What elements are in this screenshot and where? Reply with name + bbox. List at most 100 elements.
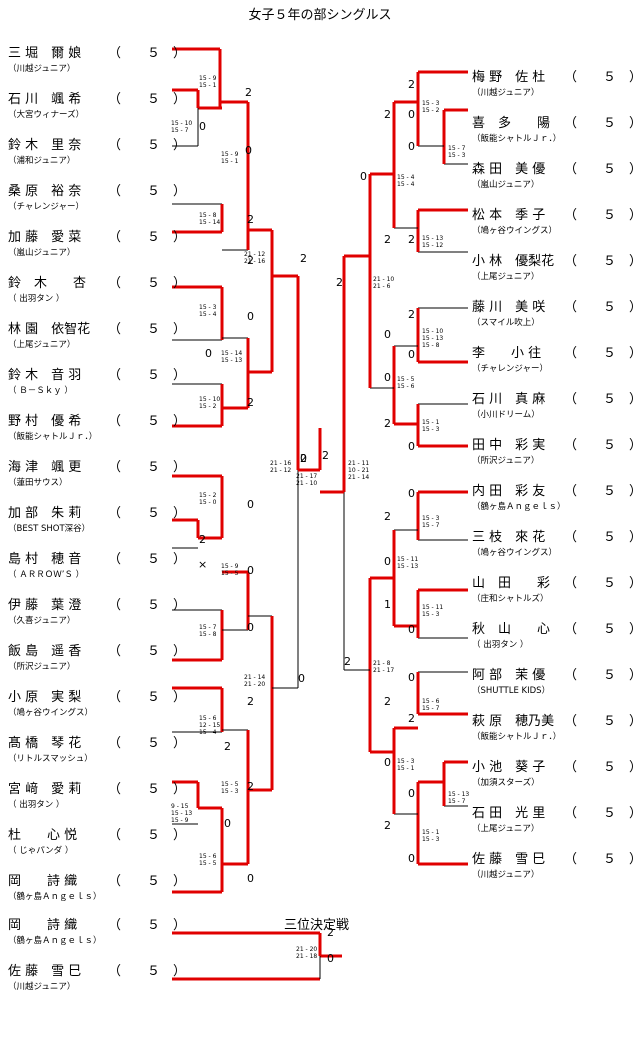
player-name: 加 部 朱 莉 — [8, 506, 82, 521]
game-count: 0 — [408, 348, 415, 361]
player-grade: （ ５ ） — [564, 162, 640, 177]
player-grade: （ ５ ） — [564, 438, 640, 453]
game-count: 2 — [247, 213, 254, 226]
match-score: 15 - 13 — [422, 335, 443, 342]
game-count: 0 — [384, 555, 391, 568]
player-club: （鶴ヶ島Ａｎｇｅｌｓ） — [472, 502, 566, 512]
player-name: 髙 橋 琴 花 — [8, 736, 82, 751]
match-score: 21 - 12 — [270, 467, 291, 474]
match-score: 15 - 8 — [422, 342, 440, 349]
game-count: 0 — [408, 671, 415, 684]
player-grade: （ ５ ） — [108, 506, 187, 521]
match-score: 15 - 3 — [422, 100, 440, 107]
player-club: （ 出羽タン ） — [472, 640, 529, 650]
game-count: 2 — [384, 695, 391, 708]
game-count: 2 — [384, 417, 391, 430]
player-grade: （ ５ ） — [108, 322, 187, 337]
match-score: 15 - 7 — [448, 145, 466, 152]
player-grade: （ ５ ） — [564, 70, 640, 85]
game-count: 0 — [384, 371, 391, 384]
game-count: 2 — [224, 740, 231, 753]
game-count: 2 — [408, 233, 415, 246]
game-count: 0 — [247, 564, 254, 577]
match-score: 15 - 9 — [221, 151, 239, 158]
player-name: 鈴 木 音 羽 — [8, 368, 82, 383]
game-count: 2 — [384, 819, 391, 832]
match-score: 15 - 3 — [448, 152, 466, 159]
match-score: 21 - 20 — [244, 681, 265, 688]
match-score: 15 - 10 — [422, 328, 443, 335]
player-grade: （ ５ ） — [108, 918, 187, 933]
game-count: 2 — [300, 452, 307, 465]
player-name: 李 小 往 — [472, 346, 542, 361]
match-score: 15 - 11 — [397, 556, 418, 563]
match-score: 15 - 13 — [221, 357, 242, 364]
game-count: 2 — [336, 276, 343, 289]
match-score: 15 - 2 — [422, 107, 440, 114]
game-count: 0 — [408, 440, 415, 453]
game-count: 2 — [384, 233, 391, 246]
player-club: （ 出羽タン ） — [8, 800, 65, 810]
match-score: 15 - 5 — [199, 860, 217, 867]
match-score: 15 - 8 — [199, 212, 217, 219]
match-score: 21 - 17 — [296, 473, 317, 480]
player-name: 森 田 美 優 — [472, 162, 546, 177]
game-count: 2 — [322, 449, 329, 462]
player-name: 野 村 優 希 — [8, 414, 82, 429]
match-score: 21 - 16 — [270, 460, 291, 467]
player-name: 三 枝 來 花 — [472, 530, 546, 545]
game-count: 0 — [408, 487, 415, 500]
match-score: 15 - 13 — [397, 563, 418, 570]
match-score: 15 - 0 — [199, 499, 217, 506]
player-club: （川越ジュニア） — [8, 982, 76, 992]
game-count: 0 — [247, 872, 254, 885]
player-grade: （ ５ ） — [108, 552, 187, 567]
game-count: 0 — [300, 452, 307, 465]
player-name: 石 田 光 里 — [472, 806, 546, 821]
player-name: 加 藤 愛 菜 — [8, 230, 82, 245]
player-grade: （ ５ ） — [564, 852, 640, 867]
match-score: 15 - 13 — [422, 235, 443, 242]
player-grade: （ ５ ） — [108, 964, 187, 979]
game-count: 0 — [247, 621, 254, 634]
game-count: 2 — [327, 926, 334, 939]
match-score: 15 - 1 — [221, 158, 239, 165]
player-name: 内 田 彩 友 — [472, 484, 546, 499]
game-count: 0 — [327, 952, 334, 965]
player-grade: （ ５ ） — [108, 276, 187, 291]
match-score: 15 - 7 — [199, 624, 217, 631]
player-club: （チャレンジャー） — [472, 364, 548, 374]
player-club: （川越ジュニア） — [472, 870, 540, 880]
game-count: 0 — [384, 756, 391, 769]
player-club: （嵐山ジュニア） — [472, 180, 540, 190]
player-name: 喜 多 陽 — [472, 116, 551, 131]
game-count: 0 — [408, 140, 415, 153]
player-club: （所沢ジュニア） — [472, 456, 540, 466]
player-grade: （ ５ ） — [108, 460, 187, 475]
game-count: 0 — [408, 623, 415, 636]
game-count: 2 — [384, 108, 391, 121]
player-name: 佐 藤 雪 巳 — [472, 852, 546, 867]
player-name: 海 津 颯 更 — [8, 460, 82, 475]
match-score: 15 - 7 — [171, 127, 189, 134]
player-name: 小 林 優梨花 — [472, 254, 555, 269]
game-count: 1 — [384, 598, 391, 611]
game-count: 2 — [245, 86, 252, 99]
player-club: （加須スターズ） — [472, 778, 540, 788]
player-club: （チャレンジャー） — [8, 202, 84, 212]
game-count: 0 — [247, 498, 254, 511]
player-club: （久喜ジュニア） — [8, 616, 76, 626]
player-grade: （ ５ ） — [108, 828, 187, 843]
player-name: 飯 島 遥 香 — [8, 644, 82, 659]
player-name: 岡 詩 織 — [8, 918, 78, 933]
match-score: 10 - 21 — [348, 467, 369, 474]
match-score: 15 - 10 — [171, 120, 192, 127]
player-grade: （ ５ ） — [564, 760, 640, 775]
game-count: 0 — [408, 787, 415, 800]
match-score: 15 - 3 — [199, 304, 217, 311]
player-name: 杜 心 悦 — [8, 828, 78, 843]
player-club: （鳩ヶ谷ウイングス） — [472, 548, 558, 558]
match-score: 15 - 6 — [199, 853, 217, 860]
match-score: 15 - 13 — [448, 791, 469, 798]
